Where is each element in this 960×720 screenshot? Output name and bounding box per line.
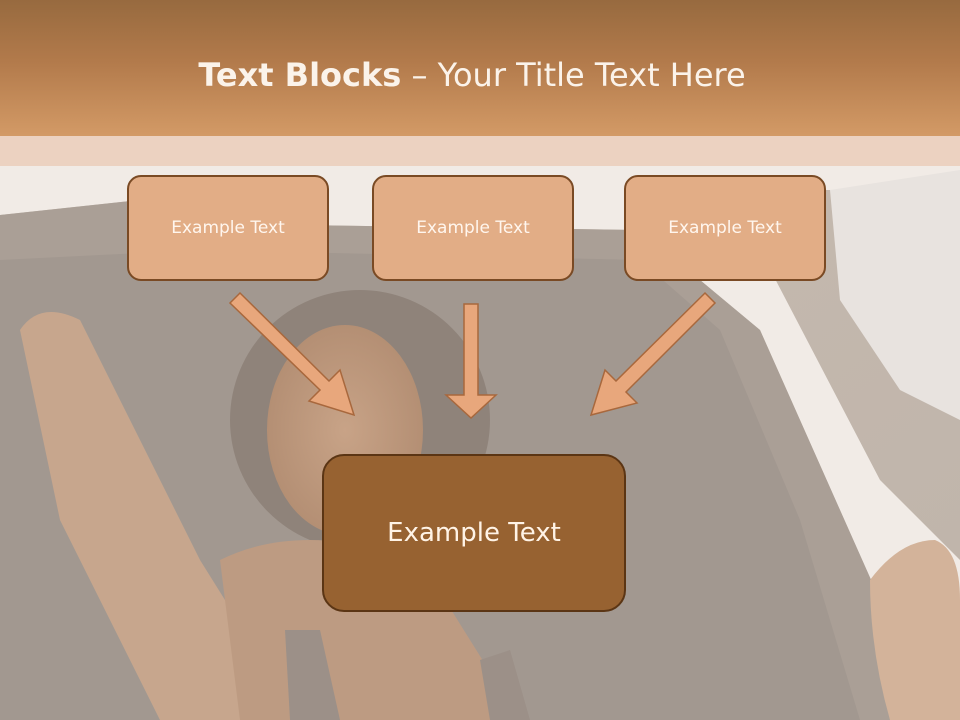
arrow-down-icon (444, 303, 498, 420)
text-block-1[interactable]: Example Text (127, 175, 329, 281)
text-block-3[interactable]: Example Text (624, 175, 826, 281)
slide-title: Text Blocks – Your Title Text Here (0, 52, 944, 98)
slide-title-bold: Text Blocks (198, 56, 402, 94)
arrow-right-icon (589, 291, 717, 417)
text-block-main[interactable]: Example Text (322, 454, 626, 612)
arrow-left-icon (228, 291, 356, 417)
title-bar-strip (0, 136, 960, 166)
text-block-2[interactable]: Example Text (372, 175, 574, 281)
slide-title-dash: – (401, 56, 438, 94)
slide-title-rest: Your Title Text Here (437, 56, 746, 94)
title-bar (0, 0, 960, 136)
